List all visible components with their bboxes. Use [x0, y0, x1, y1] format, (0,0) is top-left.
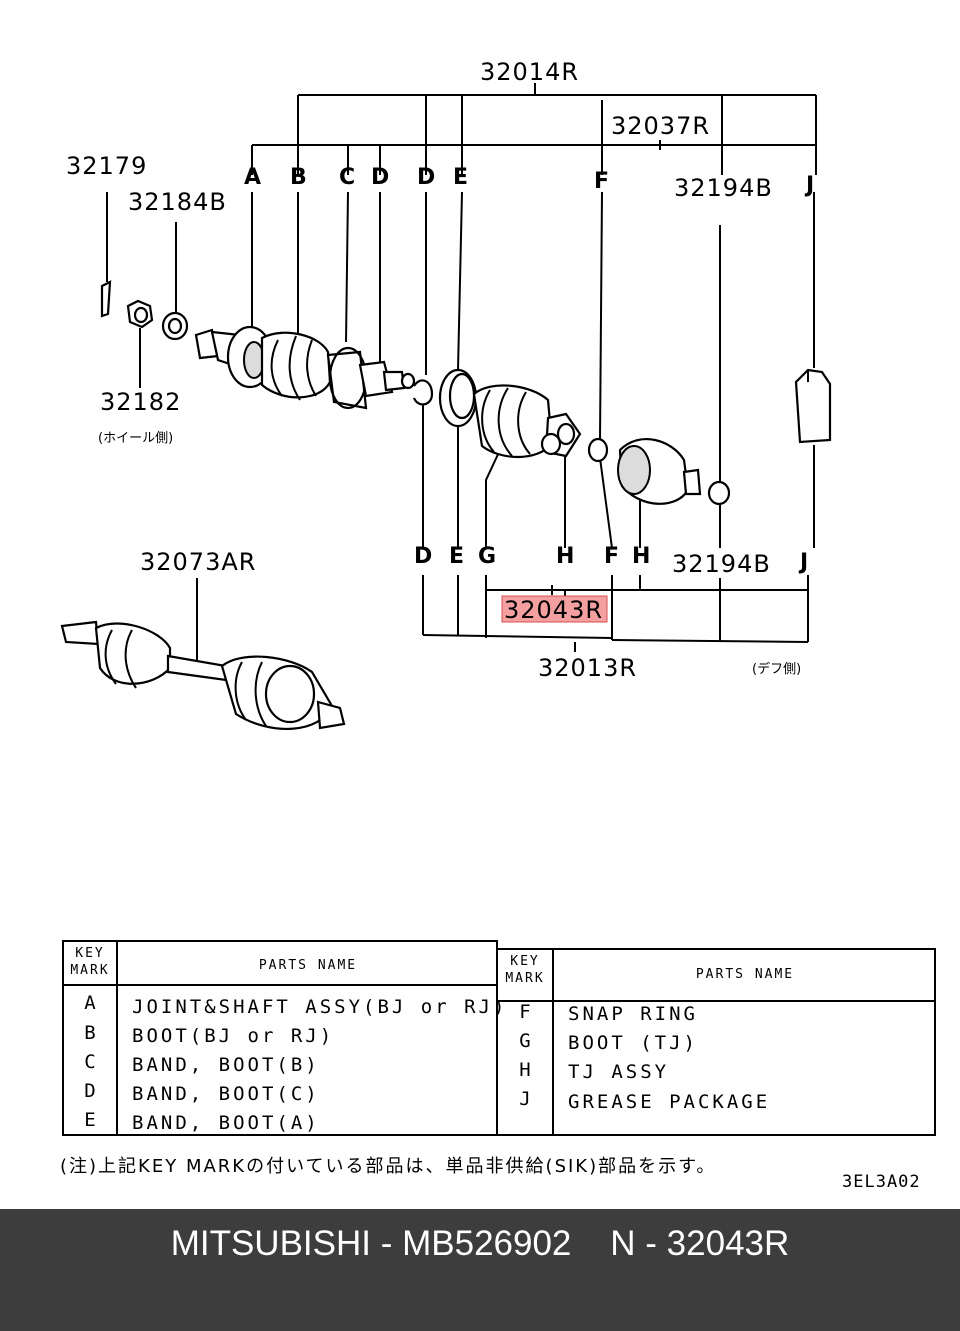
key-bottom-H1: H	[556, 544, 574, 569]
label-32014R: 32014R	[480, 58, 579, 86]
table-left-key-column	[62, 984, 118, 1136]
key-top-D1: D	[371, 165, 389, 190]
right-row-4-name: GREASE PACKAGE	[568, 1091, 771, 1113]
band-D-drawing	[412, 379, 434, 406]
key-bottom-G: G	[478, 544, 496, 569]
key-top-D2: D	[417, 165, 435, 190]
left-row-3-name: BAND, BOOT(B)	[132, 1054, 320, 1076]
right-row-4-key: J	[519, 1088, 531, 1110]
key-bottom-D: D	[414, 544, 432, 569]
nut-32182-drawing	[126, 299, 154, 329]
left-row-5-name: BAND, BOOT(A)	[132, 1112, 320, 1134]
washer-32184B-drawing	[161, 311, 189, 341]
grease-package-drawing	[794, 368, 832, 444]
label-32073AR: 32073AR	[140, 548, 256, 576]
right-row-3-name: TJ ASSY	[568, 1061, 670, 1083]
leader-lines	[106, 83, 817, 665]
right-row-1-name: SNAP RING	[568, 1003, 698, 1025]
left-row-5-key: E	[84, 1109, 96, 1131]
drawing-code: 3EL3A02	[842, 1172, 921, 1192]
left-row-4-name: BAND, BOOT(C)	[132, 1083, 320, 1105]
right-key-header-line2: MARK	[505, 971, 545, 986]
label-32043R-highlighted: 32043R	[504, 596, 603, 624]
o-ring-drawing	[707, 480, 731, 506]
left-row-1-key: A	[84, 992, 96, 1014]
left-row-1-name: JOINT&SHAFT ASSY(BJ or RJ)	[132, 996, 508, 1018]
right-row-2-key: G	[519, 1030, 531, 1052]
label-wheel-side: (ホイール側)	[98, 431, 173, 446]
snap-ring-drawing	[587, 437, 609, 463]
exploded-parts-diagram: 32014R 32037R 32179 32184B 32194B 32182 …	[60, 58, 832, 731]
key-bottom-E: E	[449, 544, 464, 569]
label-32182: 32182	[100, 388, 181, 416]
label-32037R: 32037R	[611, 112, 710, 140]
right-key-header-line1: KEY	[510, 954, 540, 969]
key-bottom-J: J	[798, 550, 808, 575]
key-top-A: A	[244, 165, 261, 190]
highlight-box	[501, 595, 608, 623]
label-32194B-top: 32194B	[674, 174, 773, 202]
tj-boot-drawing	[472, 384, 554, 459]
key-top-B: B	[290, 165, 307, 190]
left-parts-name-header: PARTS NAME	[258, 958, 358, 973]
footer-bar	[0, 1209, 960, 1331]
label-diff-side: (デフ側)	[752, 661, 801, 677]
table-right-name-header-cell	[552, 948, 936, 1002]
key-top-F: F	[594, 169, 609, 194]
right-row-2-name: BOOT (TJ)	[568, 1032, 698, 1054]
left-key-header-line2: MARK	[70, 963, 110, 978]
footer-part-caption: MITSUBISHI - MB526902 N - 32043R	[170, 1224, 790, 1263]
left-row-3-key: C	[84, 1051, 96, 1073]
shaft-assembly-drawing	[60, 620, 346, 731]
label-32194B-bottom: 32194B	[672, 550, 771, 578]
parts-table: KEY MARK PARTS NAME KEY MARK PARTS NAME …	[62, 940, 936, 1136]
clip-32179-drawing	[100, 280, 112, 318]
right-row-1-key: F	[519, 1001, 531, 1023]
key-top-C: C	[339, 165, 355, 190]
label-32184B: 32184B	[128, 188, 227, 216]
right-parts-name-header: PARTS NAME	[695, 967, 795, 982]
tj-housing-drawing	[617, 438, 702, 505]
left-row-2-key: B	[84, 1022, 96, 1044]
key-bottom-H2: H	[632, 544, 650, 569]
key-mark-note: (注)上記KEY MARKの付いている部品は、単品非供給(SIK)部品を示す。	[60, 1156, 717, 1177]
label-32013R: 32013R	[538, 654, 637, 682]
key-top-J: J	[804, 173, 814, 198]
band-E-drawing	[438, 368, 478, 428]
right-row-3-key: H	[519, 1059, 531, 1081]
left-key-header-line1: KEY	[75, 946, 105, 961]
label-32179: 32179	[66, 152, 147, 180]
table-right-key-column	[496, 1000, 554, 1136]
key-bottom-F: F	[604, 544, 619, 569]
left-row-2-name: BOOT(BJ or RJ)	[132, 1025, 335, 1047]
left-row-4-key: D	[84, 1080, 96, 1102]
tripod-drawing	[540, 412, 582, 458]
key-top-E: E	[453, 165, 468, 190]
outer-joint-shaft-drawing	[194, 325, 416, 410]
